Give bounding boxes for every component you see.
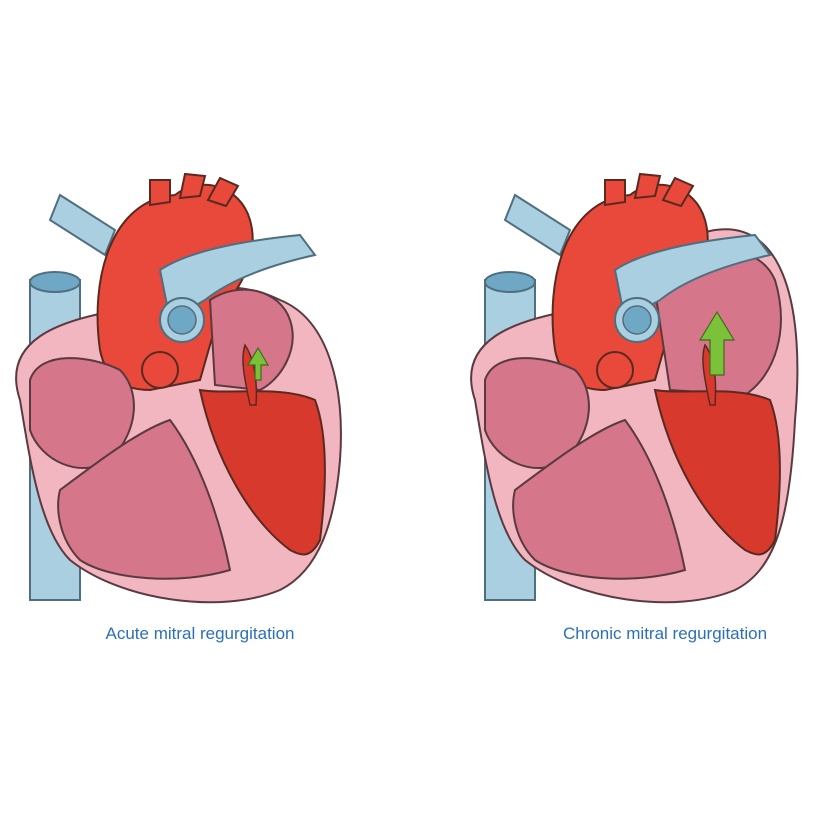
heart-acute-illustration bbox=[15, 172, 342, 604]
vena-cava-opening bbox=[29, 271, 81, 293]
pulmonary-trunk bbox=[613, 233, 772, 322]
left-ventricle-blood bbox=[653, 388, 781, 556]
pulmonary-artery-branch bbox=[503, 193, 572, 257]
right-atrium bbox=[484, 357, 590, 470]
right-atrium bbox=[29, 357, 135, 470]
heart-chronic-illustration bbox=[470, 172, 799, 604]
chronic-diagram: Chronic mitral regurgitation bbox=[455, 160, 820, 660]
vena-cava-opening bbox=[484, 271, 536, 293]
left-atrium bbox=[208, 288, 294, 392]
regurgitation-arrow-icon bbox=[246, 346, 270, 381]
left-ventricle-blood bbox=[198, 388, 326, 556]
caption-chronic: Chronic mitral regurgitation bbox=[562, 624, 768, 643]
acute-diagram: Acute mitral regurgitation bbox=[0, 160, 380, 660]
pulmonary-artery-branch bbox=[48, 193, 117, 257]
pulmonary-trunk bbox=[158, 233, 317, 322]
caption-acute: Acute mitral regurgitation bbox=[105, 624, 295, 643]
right-ventricle bbox=[512, 418, 687, 580]
right-ventricle bbox=[57, 418, 232, 580]
regurgitation-arrow-icon bbox=[698, 310, 736, 376]
